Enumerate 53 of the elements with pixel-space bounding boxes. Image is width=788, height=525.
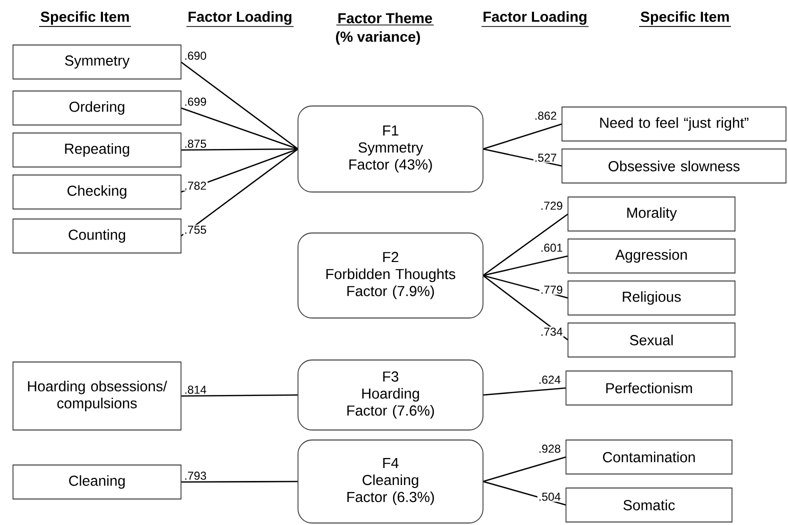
item-box: Aggression [568, 238, 736, 274]
loading-label: .782 [183, 180, 208, 191]
column-heading: Factor Loading [484, 11, 586, 25]
factor-box: F2 Forbidden Thoughts Factor (7.9%) [298, 232, 484, 318]
item-box: Ordering [12, 90, 182, 126]
connector-line [482, 456, 566, 482]
item-box: Morality [568, 196, 736, 232]
connector-line [180, 148, 298, 237]
item-box: Cleaning [12, 464, 182, 500]
connector-line [180, 107, 298, 150]
loading-label: .690 [183, 50, 208, 61]
factor-box: F4 Cleaning Factor (6.3%) [298, 440, 484, 524]
connector-line [181, 394, 298, 397]
loading-label: .779 [539, 284, 564, 295]
connector-line [482, 123, 562, 150]
loading-label: .734 [539, 326, 564, 337]
connector-line [180, 61, 298, 150]
item-box: Counting [12, 218, 182, 254]
loading-label: .755 [183, 224, 208, 235]
loading-label: .504 [537, 492, 562, 502]
item-box: Contamination [566, 440, 732, 474]
item-box: Symmetry [12, 44, 182, 80]
column-heading: Factor Theme [338, 12, 432, 24]
item-box: Need to feel “just right” [562, 106, 786, 142]
column-heading: Specific Item [640, 11, 729, 25]
connector-line [482, 255, 568, 276]
item-box: Sexual [568, 322, 736, 358]
loading-label: .862 [533, 110, 558, 121]
loading-label: .699 [183, 96, 208, 107]
item-box: Hoarding obsessions/ compulsions [12, 362, 182, 430]
item-box: Checking [12, 174, 182, 210]
item-box: Repeating [12, 132, 182, 168]
column-subheading: (% variance) [336, 31, 420, 45]
loading-label: .601 [539, 242, 564, 253]
connector-line [482, 387, 566, 396]
loading-label: .729 [539, 200, 564, 211]
connector-line [482, 213, 568, 276]
item-box: Religious [568, 280, 736, 316]
connector-line [181, 148, 298, 151]
loading-label: .814 [183, 384, 208, 395]
loading-label: .793 [183, 470, 208, 481]
column-heading: Specific Item [40, 11, 129, 25]
item-box: Perfectionism [566, 370, 732, 406]
factor-box: F3 Hoarding Factor (7.6%) [298, 360, 484, 430]
connector-line [181, 480, 298, 483]
column-heading: Factor Loading [188, 11, 292, 25]
item-box: Obsessive slowness [562, 148, 786, 184]
loading-label: .527 [533, 152, 558, 163]
loading-label: .875 [183, 138, 208, 149]
loading-label: .928 [537, 444, 562, 454]
item-box: Somatic [566, 488, 732, 522]
factor-box: F1 Symmetry Factor (43%) [298, 106, 484, 192]
loading-label: .624 [537, 374, 562, 385]
